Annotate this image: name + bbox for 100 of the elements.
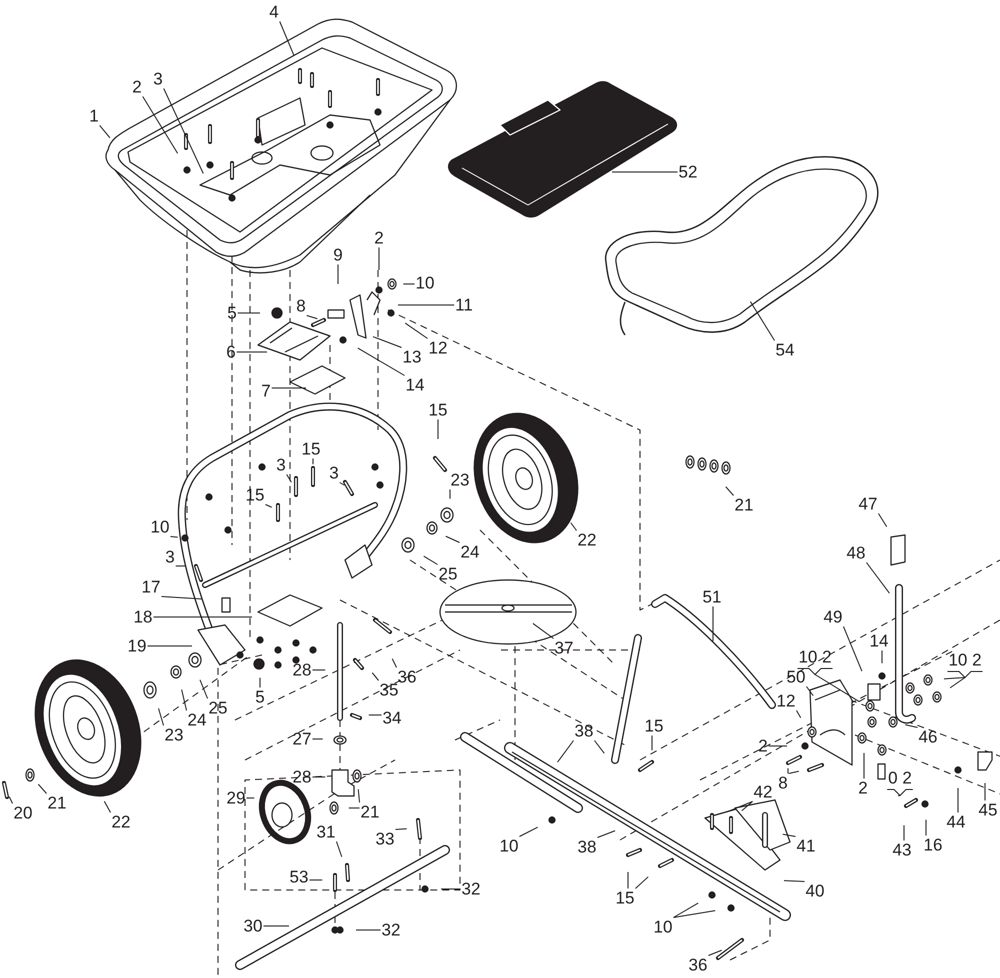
leader-line [336, 841, 342, 858]
leader-line [796, 710, 802, 718]
leader-line [392, 658, 398, 668]
callout-number: 38 [578, 838, 596, 856]
callout-number: 3 [165, 548, 175, 566]
callout-number: 52 [678, 164, 698, 180]
callout-number: 40 [806, 882, 824, 900]
callout-number: 36 [398, 668, 416, 686]
callout-number: 46 [918, 728, 938, 746]
leader-line [708, 950, 722, 956]
leader-line [163, 88, 204, 174]
leader-line [886, 789, 914, 796]
callout-number: 53 [290, 868, 308, 886]
callout-number: 2 [758, 738, 768, 754]
leader-line [532, 622, 554, 639]
leader-line [237, 312, 260, 314]
leader-line [339, 482, 345, 486]
callout-number: 21 [48, 794, 66, 812]
leader-line [783, 880, 806, 882]
leader-line [788, 770, 800, 774]
leader-line [842, 626, 862, 672]
callout-number: 33 [376, 830, 394, 848]
leader-line [357, 348, 406, 376]
callout-number: 13 [402, 348, 422, 366]
callout-number: 5 [255, 688, 265, 706]
leader-line [712, 606, 714, 642]
callout-number: 21 [734, 496, 754, 514]
callout-number: 24 [460, 544, 480, 560]
callout-number: 8 [296, 298, 306, 314]
callout-number: 29 [226, 790, 246, 806]
callout-number: 10 2 [798, 648, 832, 666]
callout-number: 54 [776, 342, 794, 358]
leader-line [423, 556, 438, 565]
leader-line [726, 801, 754, 812]
leader-line [594, 740, 605, 754]
callout-number: 12 [428, 340, 448, 356]
callout-number: 37 [554, 640, 574, 656]
leader-line [306, 315, 318, 320]
leader-line [358, 788, 360, 803]
callout-number: 25 [208, 700, 228, 716]
callout-number: 15 [428, 402, 448, 418]
callout-number: 2 [374, 230, 384, 246]
leader-line [440, 888, 462, 890]
callout-number: 15 [644, 718, 664, 734]
callout-number: 49 [824, 608, 842, 626]
callout-number: 45 [978, 802, 998, 818]
callout-number: 2 [132, 78, 142, 96]
leader-line [312, 776, 326, 778]
callout-number: 36 [688, 956, 708, 974]
callout-number: 22 [578, 532, 596, 548]
callout-number: 21 [360, 804, 380, 820]
callout-number: 19 [128, 638, 146, 654]
leader-line [8, 796, 14, 804]
leader-line [950, 677, 966, 688]
leader-line [372, 336, 402, 348]
callout-number: 14 [406, 376, 424, 394]
callout-number: 20 [14, 804, 32, 822]
callout-number: 16 [924, 836, 942, 854]
leader-line [38, 784, 48, 794]
callout-number: 25 [438, 566, 458, 582]
callout-number: 23 [164, 726, 184, 744]
callout-number: 8 [778, 774, 788, 792]
leader-line [943, 671, 984, 680]
leader-line [518, 826, 538, 837]
leader-line [312, 458, 314, 465]
callout-number: 35 [380, 682, 398, 698]
callout-number: 30 [244, 918, 262, 934]
callout-number: 38 [574, 722, 594, 740]
leader-line [279, 21, 294, 56]
leader-line [806, 686, 814, 696]
callout-number: 23 [450, 472, 470, 488]
leader-line [634, 876, 649, 889]
callout-number: 10 2 [948, 652, 982, 668]
callout-number: 47 [858, 496, 878, 512]
leader-line [796, 668, 860, 702]
leader-line [378, 247, 380, 270]
callout-number: 42 [754, 784, 772, 800]
leader-line [152, 616, 252, 618]
leader-line [741, 801, 754, 812]
callout-number: 44 [946, 814, 966, 830]
callout-number: 10 [500, 838, 518, 854]
callout-number: 31 [316, 824, 336, 840]
callout-number: 7 [261, 382, 271, 400]
callout-number: 1 [89, 108, 99, 124]
callout-number: 34 [382, 710, 402, 726]
leader-line [264, 504, 272, 508]
leader-line [99, 125, 110, 138]
leader-line [672, 910, 716, 918]
leader-line [570, 522, 578, 531]
leader-line [368, 714, 382, 716]
callout-number: 6 [226, 344, 236, 360]
leader-line [394, 828, 408, 830]
leader-line [904, 724, 918, 728]
callout-number: 50 [786, 668, 806, 686]
leader-line [286, 474, 292, 483]
leader-line [878, 513, 888, 528]
leader-line [158, 708, 164, 726]
callout-number: 28 [292, 662, 312, 678]
callout-number: 27 [292, 730, 312, 748]
leader-line [142, 96, 178, 154]
